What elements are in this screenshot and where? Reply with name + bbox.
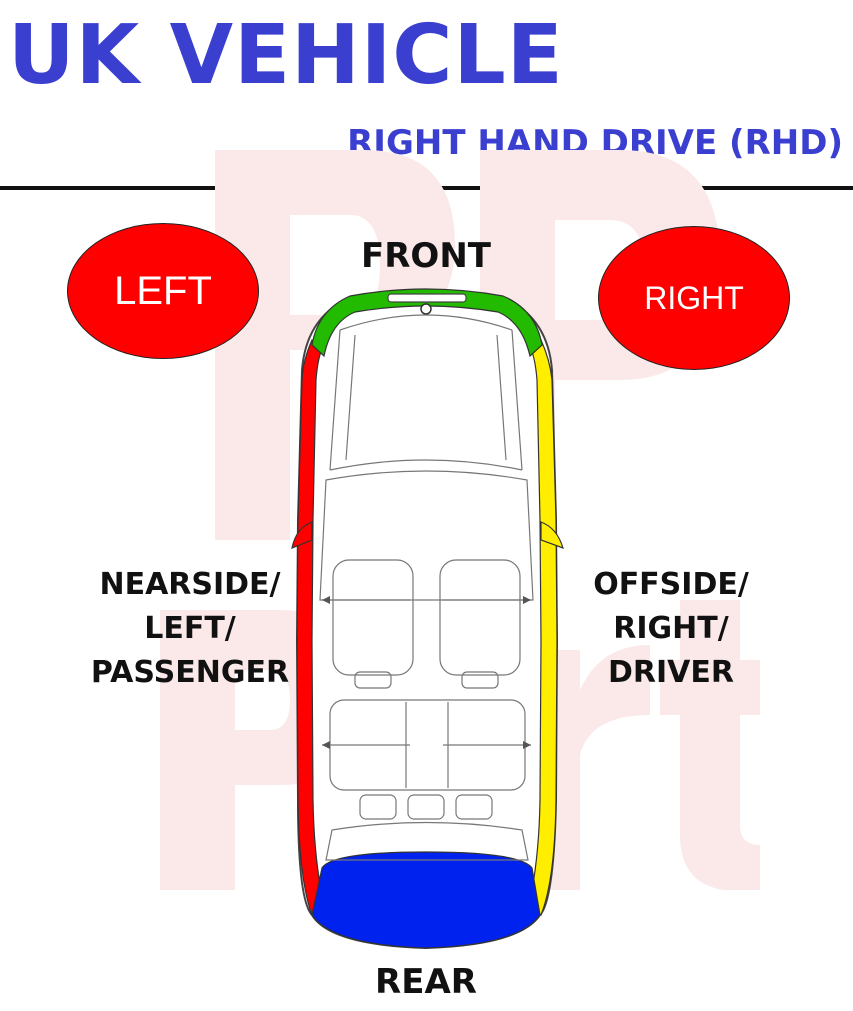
- left-side-badge: LEFT: [67, 223, 259, 359]
- nearside-label: NEARSIDE/ LEFT/ PASSENGER: [70, 563, 310, 695]
- front-label: FRONT: [361, 236, 491, 276]
- nearside-line-1: NEARSIDE/: [99, 567, 281, 602]
- front-zone: [311, 288, 543, 358]
- left-mirror: [291, 521, 313, 549]
- offside-line-2: RIGHT/: [613, 611, 729, 646]
- grille: [387, 293, 467, 303]
- rear-label: REAR: [375, 962, 477, 1002]
- page-title: UK VEHICLE: [8, 8, 564, 103]
- nearside-line-3: PASSENGER: [90, 655, 290, 690]
- nearside-line-2: LEFT/: [144, 611, 236, 646]
- badge-logo: [420, 303, 432, 315]
- right-mirror: [540, 521, 564, 549]
- offside-label: OFFSIDE/ RIGHT/ DRIVER: [556, 563, 786, 695]
- offside-line-3: DRIVER: [608, 655, 734, 690]
- rear-zone: [311, 851, 541, 949]
- right-side-badge: RIGHT: [598, 226, 790, 370]
- offside-line-1: OFFSIDE/: [593, 567, 749, 602]
